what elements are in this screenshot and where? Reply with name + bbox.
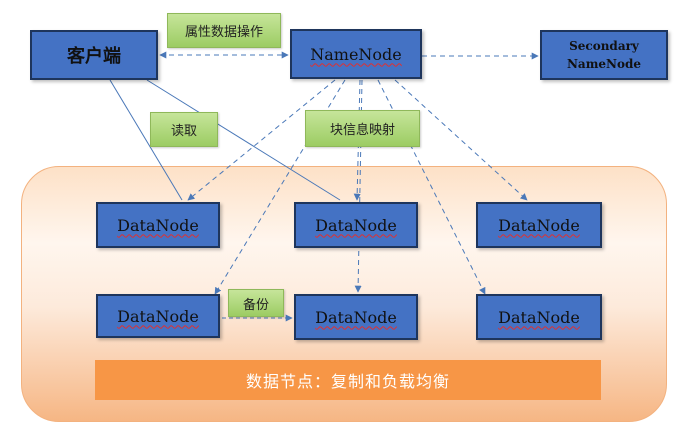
edge-namenode-dn2 (353, 79, 361, 201)
edge-namenode-dn1 (187, 79, 336, 201)
label-read: 读取 (150, 112, 218, 147)
datanode-1[interactable]: DataNode (96, 202, 220, 248)
label-attr-ops: 属性数据操作 (167, 13, 281, 48)
edge-client-datanode-2 (146, 79, 341, 201)
edge-namenode-dn4 (214, 79, 346, 295)
label-block-map: 块信息映射 (305, 110, 420, 147)
secondary-label-line2: NameNode (566, 57, 642, 71)
client-label: 客户端 (67, 46, 121, 67)
namenode-node[interactable]: NameNode (290, 29, 422, 79)
datanode-2[interactable]: DataNode (294, 202, 418, 248)
datanode-6[interactable]: DataNode (476, 294, 602, 340)
datanode-banner: 数据节点：复制和负载均衡 (95, 360, 601, 400)
edge-namenode-dn3 (394, 79, 528, 201)
namenode-label: NameNode (310, 44, 402, 64)
secondary-namenode-node[interactable]: Secondary NameNode (540, 30, 668, 80)
client-node[interactable]: 客户端 (30, 30, 158, 80)
secondary-label-line1: Secondary (569, 39, 639, 53)
datanode-5[interactable]: DataNode (294, 294, 418, 340)
edge-client-datanode-1 (109, 79, 183, 201)
datanode-4[interactable]: DataNode (96, 294, 220, 338)
datanode-3[interactable]: DataNode (476, 202, 602, 248)
label-backup: 备份 (228, 289, 284, 317)
